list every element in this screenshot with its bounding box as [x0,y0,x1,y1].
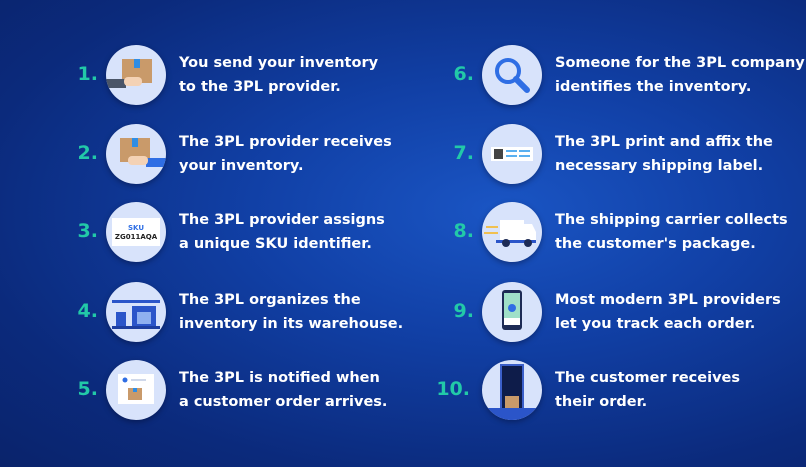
step-text-line: You send your inventory [179,55,379,71]
step-text-line: The 3PL print and affix the [555,134,773,150]
step-text-line: Someone for the 3PL company [555,55,805,71]
step-text-line: necessary shipping label. [555,158,764,174]
sku-title: SKU [127,224,145,232]
step-text-line: The customer receives [555,370,740,386]
magnifier-icon [482,45,542,105]
step-number: 3. [77,220,98,242]
step-text-line: a customer order arrives. [179,394,388,410]
step-number: 4. [77,300,98,322]
step-number: 2. [77,142,98,164]
warehouse-icon [106,282,166,342]
step-text-line: identifies the inventory. [555,79,752,95]
step-text-line: The 3PL organizes the [179,292,361,308]
order-notification-icon [106,360,166,420]
step-text-line: Most modern 3PL providers [555,292,781,308]
step-number: 8. [453,220,474,242]
sku-code: ZG011AQA [114,233,158,241]
step-text-line: their order. [555,394,648,410]
step-text: The customer receives their order. [555,366,805,414]
step-text-line: to the 3PL provider. [179,79,341,95]
step-number: 6. [453,63,474,85]
step-text-line: The 3PL provider receives [179,134,392,150]
step-text: The 3PL print and affix the necessary shi… [555,130,805,178]
step-text: The 3PL organizes the inventory in its wa… [179,288,429,336]
phone-tracking-icon [482,282,542,342]
shipping-label-icon [482,124,542,184]
step-text: You send your inventory to the 3PL provid… [179,51,429,99]
step-number: 9. [453,300,474,322]
step-text-line: inventory in its warehouse. [179,316,404,332]
hand-giving-box-icon [106,45,166,105]
step-text-line: The 3PL provider assigns [179,212,385,228]
step-text: The 3PL is notified when a customer order… [179,366,429,414]
step-text: The shipping carrier collects the custome… [555,208,805,256]
step-text-line: The 3PL is notified when [179,370,380,386]
step-text-line: the customer's package. [555,236,756,252]
step-number: 7. [453,142,474,164]
hand-receiving-box-icon [106,124,166,184]
step-text-line: your inventory. [179,158,304,174]
step-text-line: The shipping carrier collects [555,212,788,228]
step-text: Most modern 3PL providers let you track e… [555,288,805,336]
step-text-line: a unique SKU identifier. [179,236,372,252]
delivery-truck-icon [482,202,542,262]
doorstep-package-icon [482,360,542,420]
step-number: 5. [77,378,98,400]
step-number: 1. [77,63,98,85]
step-text: The 3PL provider receives your inventory. [179,130,429,178]
step-text-line: let you track each order. [555,316,756,332]
step-number: 10. [436,378,470,400]
step-text: The 3PL provider assigns a unique SKU ide… [179,208,429,256]
step-text: Someone for the 3PL company identifies th… [555,51,805,99]
